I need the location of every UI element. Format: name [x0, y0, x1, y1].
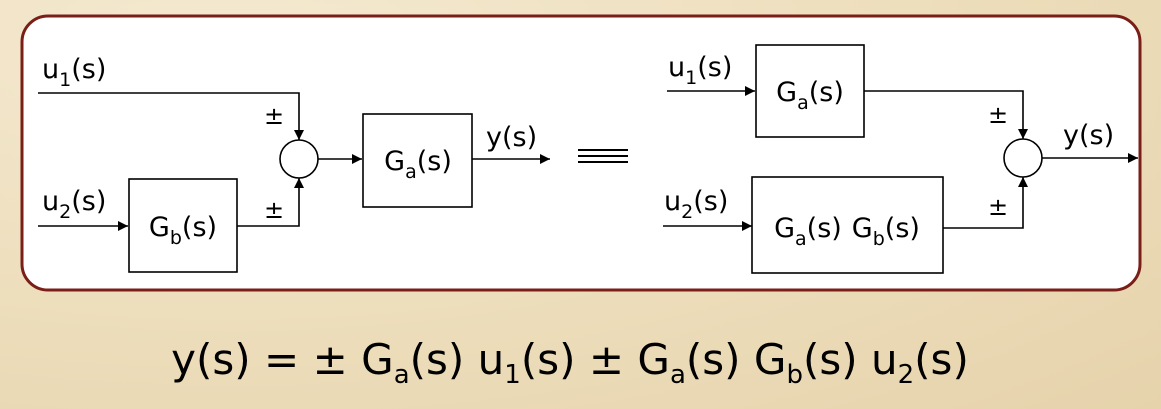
right-sign-bottom: ±	[988, 193, 1008, 221]
right-output-label: y(s)	[1063, 120, 1114, 151]
eq-pm2: ±	[589, 335, 624, 384]
left-sign-bottom: ±	[264, 196, 284, 224]
left-block-gb	[128, 178, 238, 273]
left-gb-label: Gb(s)	[149, 212, 217, 249]
eq-equals: =	[264, 335, 299, 384]
right-block-ga	[755, 44, 865, 138]
right-ga-label: Ga(s)	[776, 77, 844, 114]
left-u1-label: u1(s)	[42, 54, 106, 91]
left-sign-top: ±	[264, 102, 284, 130]
left-summing-junction	[279, 139, 319, 179]
eq-t2-base: u	[478, 335, 505, 384]
right-gagb-label: Ga(s)Gb(s)	[774, 213, 920, 250]
eq-t4-base: G	[754, 335, 787, 384]
right-block-gagb	[751, 176, 944, 274]
right-u2-label: u2(s)	[664, 186, 728, 223]
right-gagb-out-wire	[943, 177, 1028, 229]
left-u2-label: u2(s)	[42, 186, 106, 223]
eq-pm1: ±	[313, 335, 348, 384]
left-output-label: y(s)	[486, 122, 537, 153]
equivalence-symbol	[578, 149, 628, 163]
right-sign-top: ±	[988, 101, 1008, 129]
left-u1-wire	[38, 92, 304, 140]
right-summing-junction	[1003, 138, 1043, 178]
eq-lhs: y(s)	[171, 335, 251, 384]
left-ga-label: Ga(s)	[384, 146, 452, 183]
right-diagram	[663, 86, 1138, 231]
transfer-equation: y(s) = ± Ga(s) u1(s) ± Ga(s) Gb(s) u2(s)	[171, 335, 969, 390]
right-u1-label: u1(s)	[668, 52, 732, 89]
eq-t3-base: G	[637, 335, 670, 384]
right-ga-out-wire	[864, 90, 1028, 139]
left-diagram	[38, 92, 550, 231]
eq-t1-base: G	[361, 335, 394, 384]
left-gb-out-wire	[237, 178, 304, 227]
eq-t5-base: u	[871, 335, 898, 384]
left-block-ga	[362, 113, 473, 208]
